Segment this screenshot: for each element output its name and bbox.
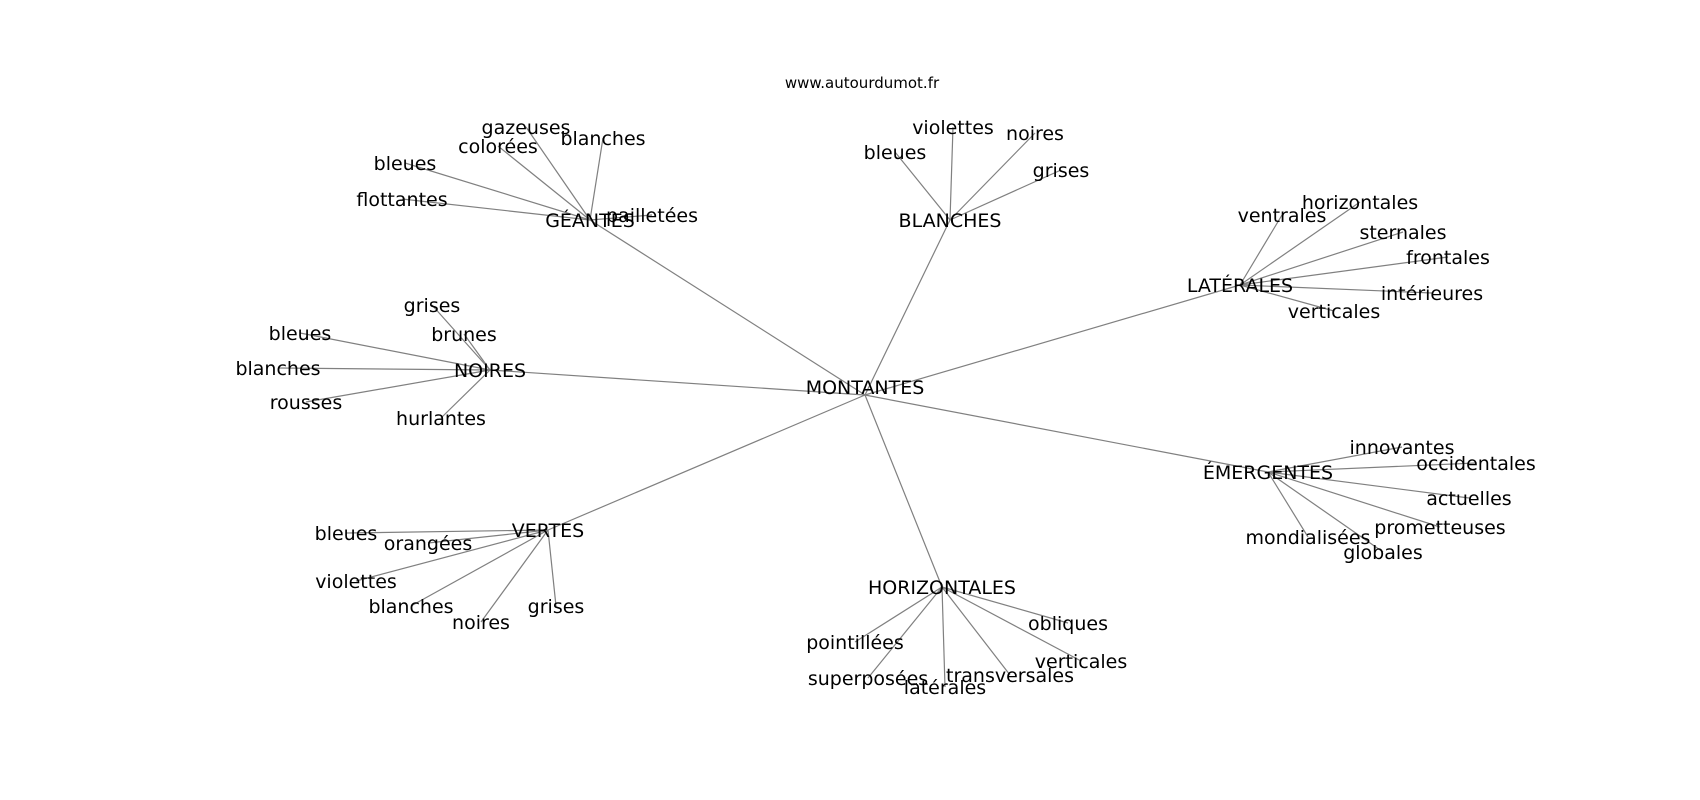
- hub-node-label-horizontales: HORIZONTALES: [868, 577, 1016, 599]
- edge-horizontales-leaf: [854, 586, 943, 643]
- leaf-node-label: noires: [452, 612, 510, 634]
- edge-center-blanches: [864, 219, 951, 396]
- leaf-node-label: superposées: [808, 668, 928, 690]
- leaf-node-label: obliques: [1028, 613, 1108, 635]
- graph-labels: MONTANTESGÉANTESgazeusesblanchescolorées…: [235, 117, 1535, 699]
- leaf-node-label: sternales: [1359, 222, 1446, 244]
- leaf-node-label: latérales: [904, 677, 986, 699]
- leaf-node-label: transversales: [946, 665, 1074, 687]
- leaf-node-label: grises: [528, 596, 585, 618]
- leaf-node-label: bleues: [315, 523, 378, 545]
- leaf-node-label: brunes: [431, 324, 497, 346]
- edge-blanches-leaf: [894, 151, 951, 221]
- edge-noires-leaf: [277, 367, 491, 371]
- leaf-node-label: hurlantes: [396, 408, 486, 430]
- edge-laterales-leaf: [1239, 214, 1283, 286]
- leaf-node-label: horizontales: [1302, 192, 1418, 214]
- edge-noires-leaf: [463, 333, 491, 371]
- leaf-node-label: bleues: [864, 142, 927, 164]
- edge-laterales-leaf: [1239, 231, 1404, 286]
- leaf-node-label: pointillées: [806, 632, 904, 654]
- edge-blanches-leaf: [949, 132, 1036, 221]
- edge-laterales-leaf: [1239, 284, 1433, 294]
- leaf-node-label: grises: [1033, 160, 1090, 182]
- hub-node-label-laterales: LATÉRALES: [1187, 274, 1293, 297]
- edge-vertes-leaf: [547, 529, 557, 607]
- leaf-node-label: blanches: [235, 358, 320, 380]
- edge-geantes-leaf: [497, 145, 591, 221]
- edge-emergentes-leaf: [1267, 471, 1441, 528]
- leaf-node-label: rousses: [270, 392, 342, 414]
- hub-node-label-geantes: GÉANTES: [545, 209, 635, 232]
- leaf-node-label: verticales: [1288, 301, 1380, 323]
- leaf-node-label: globales: [1343, 542, 1423, 564]
- leaf-node-label: flottantes: [356, 189, 447, 211]
- leaf-node-label: noires: [1006, 123, 1064, 145]
- edge-vertes-leaf: [410, 529, 549, 607]
- edge-center-horizontales: [864, 394, 943, 588]
- edge-emergentes-leaf: [1267, 446, 1403, 473]
- leaf-node-label: verticales: [1035, 651, 1127, 673]
- leaf-node-label: innovantes: [1350, 437, 1455, 459]
- edge-horizontales-leaf: [941, 586, 946, 688]
- leaf-node-label: pailletées: [606, 205, 698, 227]
- edge-geantes-leaf: [401, 198, 591, 221]
- leaf-node-label: gazeuses: [482, 117, 571, 139]
- edge-horizontales-leaf: [941, 586, 1011, 676]
- leaf-node-label: blanches: [368, 596, 453, 618]
- edge-noires-leaf: [440, 369, 491, 419]
- edge-geantes-leaf: [589, 214, 653, 221]
- edge-horizontales-leaf: [941, 586, 1069, 624]
- edge-emergentes-leaf: [1267, 471, 1384, 553]
- center-node-label: MONTANTES: [806, 377, 925, 399]
- leaf-node-label: actuelles: [1426, 488, 1511, 510]
- leaf-node-label: violettes: [912, 117, 994, 139]
- leaf-node-label: orangées: [384, 533, 472, 555]
- edge-center-emergentes: [864, 394, 1269, 473]
- source-url: www.autourdumot.fr: [785, 74, 940, 92]
- edge-vertes-leaf: [427, 529, 549, 544]
- edge-blanches-leaf: [949, 126, 954, 221]
- edge-noires-leaf: [305, 369, 491, 403]
- edge-emergentes-leaf: [1267, 462, 1477, 473]
- leaf-node-label: violettes: [315, 571, 397, 593]
- edge-center-vertes: [547, 394, 866, 531]
- edge-center-noires: [489, 369, 866, 396]
- hub-node-label-blanches: BLANCHES: [899, 210, 1002, 232]
- edge-vertes-leaf: [480, 529, 549, 623]
- leaf-node-label: bleues: [374, 153, 437, 175]
- hub-node-label-noires: NOIRES: [454, 360, 526, 382]
- edge-center-geantes: [589, 219, 866, 396]
- edge-vertes-leaf: [355, 529, 549, 582]
- hub-node-label-emergentes: ÉMERGENTES: [1203, 461, 1333, 484]
- leaf-node-label: prometteuses: [1374, 517, 1505, 539]
- edge-laterales-leaf: [1239, 284, 1335, 312]
- edge-emergentes-leaf: [1267, 471, 1309, 538]
- leaf-node-label: mondialisées: [1246, 527, 1371, 549]
- leaf-node-label: frontales: [1406, 247, 1490, 269]
- edge-vertes-leaf: [345, 529, 549, 534]
- leaf-node-label: bleues: [269, 323, 332, 345]
- leaf-node-label: colorées: [458, 136, 538, 158]
- edge-horizontales-leaf: [867, 586, 943, 679]
- edge-emergentes-leaf: [1267, 471, 1470, 499]
- edge-laterales-leaf: [1239, 256, 1449, 286]
- leaf-node-label: ventrales: [1238, 205, 1327, 227]
- edge-center-laterales: [864, 284, 1241, 396]
- leaf-node-label: intérieures: [1381, 283, 1483, 305]
- leaf-node-label: occidentales: [1416, 453, 1536, 475]
- edge-blanches-leaf: [949, 169, 1062, 221]
- edge-geantes-leaf: [589, 137, 604, 221]
- leaf-node-label: blanches: [560, 128, 645, 150]
- edge-geantes-leaf: [404, 162, 591, 221]
- edge-geantes-leaf: [525, 126, 591, 221]
- leaf-node-label: grises: [404, 295, 461, 317]
- edge-noires-leaf: [431, 304, 491, 371]
- edge-noires-leaf: [299, 332, 491, 371]
- hub-node-label-vertes: VERTES: [512, 520, 585, 542]
- edge-horizontales-leaf: [941, 586, 1082, 662]
- edge-laterales-leaf: [1239, 201, 1361, 286]
- graph-edges: [277, 126, 1477, 688]
